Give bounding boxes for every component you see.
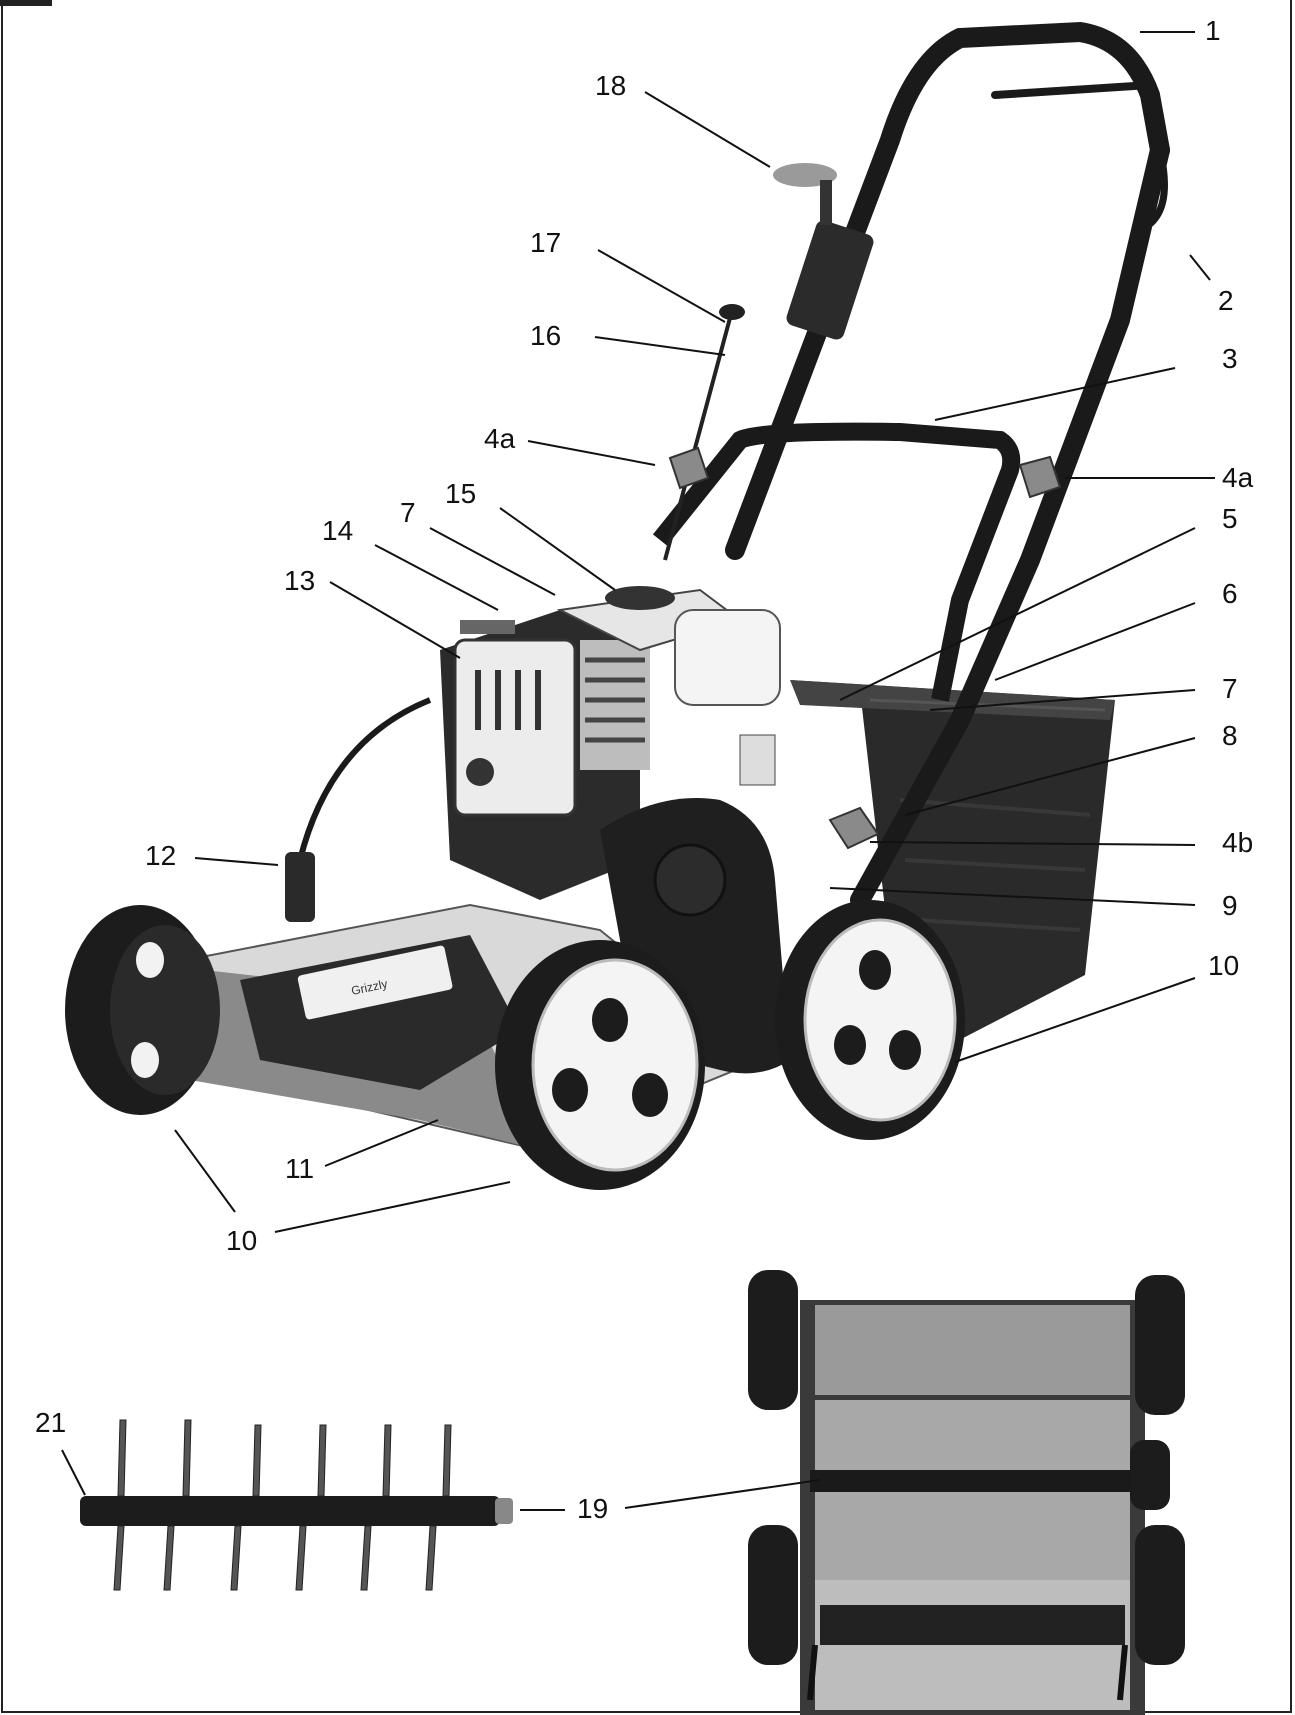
grass-catcher-bag <box>790 680 1115 1050</box>
callout-12: 12 <box>145 840 176 871</box>
leader-lines <box>61 31 1215 1511</box>
lower-handle-crossbar <box>652 422 1021 702</box>
frame-corner-mark <box>0 0 52 6</box>
callout-6: 6 <box>1222 578 1238 609</box>
callout-7-right: 7 <box>1222 673 1238 704</box>
callout-14: 14 <box>322 515 353 546</box>
handle-knob-right <box>1018 455 1062 499</box>
callout-3: 3 <box>1222 343 1238 374</box>
underside-view <box>748 1270 1185 1715</box>
callout-9: 9 <box>1222 890 1238 921</box>
callout-labels: 1 2 3 4a 4a 4b 5 6 7 7 8 9 10 10 11 12 1… <box>35 15 1254 1524</box>
callout-1: 1 <box>1205 15 1221 46</box>
machine-illustration: Grizzly <box>65 21 1170 1190</box>
callout-11: 11 <box>285 1153 314 1184</box>
engine <box>440 586 781 900</box>
callout-13: 13 <box>284 565 315 596</box>
start-lever <box>285 697 432 922</box>
height-adjust-knob <box>828 806 880 850</box>
callout-8: 8 <box>1222 720 1238 751</box>
callout-10-left: 10 <box>226 1225 257 1256</box>
underside-wheels <box>748 1270 1185 1665</box>
handle-knob-left <box>668 446 710 490</box>
callout-21: 21 <box>35 1407 66 1438</box>
operator-control-box <box>773 163 874 340</box>
choke-knob <box>663 304 745 561</box>
rear-right-wheel <box>775 900 965 1140</box>
callout-18: 18 <box>595 70 626 101</box>
callout-10-right: 10 <box>1208 950 1239 981</box>
callout-19: 19 <box>577 1493 608 1524</box>
callout-16: 16 <box>530 320 561 351</box>
callout-17: 17 <box>530 227 561 258</box>
scarifier-roller <box>80 1419 513 1591</box>
callout-2: 2 <box>1218 285 1234 316</box>
callout-5: 5 <box>1222 503 1238 534</box>
callout-4b: 4b <box>1222 827 1253 858</box>
front-right-wheel <box>495 940 705 1190</box>
callout-15: 15 <box>445 478 476 509</box>
callout-4a-right: 4a <box>1222 462 1254 493</box>
handle-bar <box>725 21 1170 910</box>
callout-4a-left: 4a <box>484 423 516 454</box>
front-left-wheel <box>65 905 220 1115</box>
callout-7-left: 7 <box>400 497 416 528</box>
